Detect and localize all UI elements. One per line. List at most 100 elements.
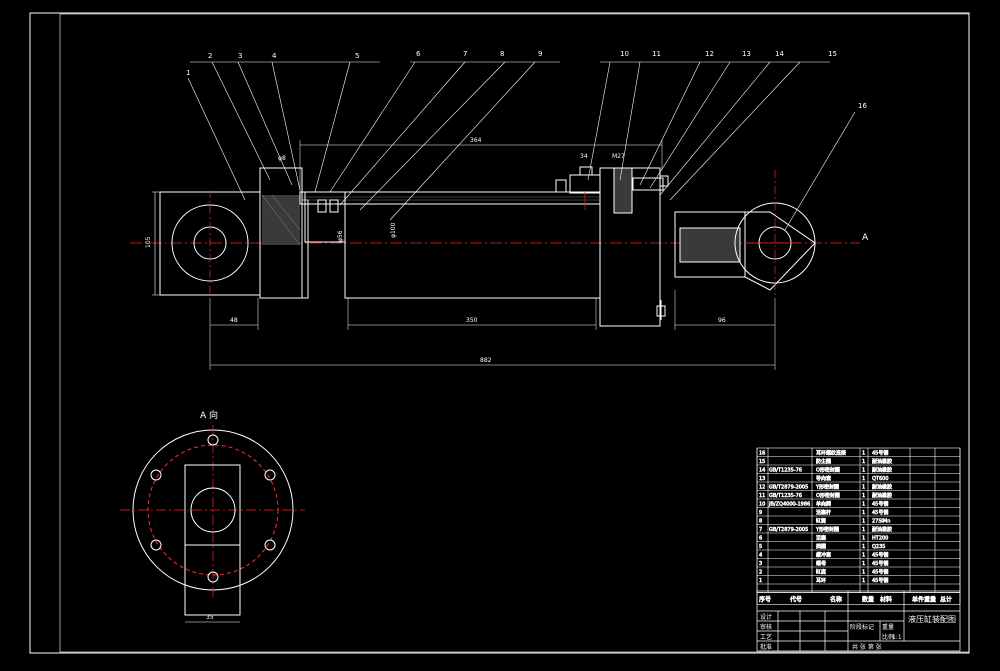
balloon-7: 7: [463, 50, 467, 58]
bom-header: 单件重量: [912, 596, 936, 604]
bom-cell: 8: [759, 519, 762, 525]
balloon-labels: 1 2 3 4 5 6 7 8 9 10 11 12 13 14 15 16: [186, 50, 867, 110]
bolt-hole-4: [207, 571, 219, 583]
bom-cell: 防尘圈: [816, 458, 831, 465]
bom-cell: 7: [759, 527, 762, 533]
inner-border: [59, 13, 970, 653]
bom-cell: 1: [862, 570, 865, 576]
dim-height: 105: [145, 236, 152, 248]
bolt-hole-5: [150, 539, 162, 551]
bom-cell: 3: [759, 561, 762, 567]
end-clevis-block: [184, 464, 241, 616]
bom-cell: 27SiMn: [872, 519, 890, 525]
bom-cell: GB/T2879-2005: [769, 527, 808, 533]
bom-header: 序号: [759, 596, 771, 604]
title-scale: 1:1: [892, 634, 902, 641]
bom-header: 名称: [830, 596, 842, 604]
bom-cell: 耐油橡胶: [872, 458, 892, 465]
bom-cell: 活塞杆: [816, 509, 831, 516]
title-process: 工艺: [760, 633, 772, 641]
dim-top-length: 364: [470, 137, 482, 144]
balloon-14: 14: [775, 50, 784, 58]
bom-cell: 缸筒: [816, 518, 826, 525]
drawing-name: 液压缸装配图: [908, 614, 956, 624]
balloon-6: 6: [416, 50, 421, 58]
bom-cell: 11: [759, 493, 765, 499]
bom-cell: 1: [862, 468, 865, 474]
dim-head: φ8: [278, 155, 286, 162]
bom-cell: 4: [759, 553, 762, 559]
bom-cell: 45号钢: [872, 569, 888, 576]
bom-header: 数量: [862, 596, 874, 604]
bom-cell: 1: [862, 561, 865, 567]
bom-cell: 导向套: [816, 475, 831, 482]
bom-cell: 15: [759, 459, 765, 465]
title-check: 审核: [760, 623, 772, 631]
bom-cell: 1: [862, 451, 865, 457]
bom-cell: 45号钢: [872, 450, 888, 457]
bom-cell: HT200: [872, 536, 888, 542]
bom-cell: QT600: [872, 476, 889, 482]
bom-header: 材料: [880, 596, 892, 604]
dim-right-end: 96: [718, 317, 726, 324]
bom-header: 代号: [790, 596, 802, 604]
bom-cell: 6: [759, 536, 762, 542]
bom-cell: 45号钢: [872, 577, 888, 584]
bom-cell: 5: [759, 544, 762, 550]
bom-cell: JB/ZQ4000-1986: [768, 502, 810, 508]
bom-cell: 14: [759, 468, 765, 474]
bom-cell: O形密封圈: [816, 467, 840, 474]
bom-cell: 挡圈: [816, 543, 826, 550]
bom-cell: 12: [759, 485, 765, 491]
bom-cell: 螺母: [816, 560, 826, 567]
bom-cell: 2: [759, 570, 762, 576]
rod-end-housing: [674, 211, 746, 278]
bom-cell: Q235: [872, 544, 885, 550]
bom-cell: 45号钢: [872, 552, 888, 559]
bom-cell: 缸底: [816, 569, 826, 576]
dimension-texts: 882 350 48 96 364 105 φ100 φ56 M27 34 φ8…: [145, 137, 726, 621]
bom-cell: GB/T2879-2005: [769, 485, 808, 491]
title-sheets: 共 张 第 张: [852, 643, 882, 651]
bom-cell: 耐油橡胶: [872, 484, 892, 491]
balloon-9: 9: [538, 50, 542, 58]
bom-cell: 1: [862, 553, 865, 559]
bom-cell: 1: [862, 476, 865, 482]
bom-cell: Y形密封圈: [815, 484, 839, 491]
end-view: [120, 425, 305, 623]
title-design: 设计: [760, 613, 772, 621]
balloon-8: 8: [500, 50, 504, 58]
balloon-3: 3: [238, 52, 242, 60]
bolt-hole-2: [264, 469, 276, 481]
bom-cell: 缓冲套: [816, 552, 831, 559]
dim-bore: φ100: [390, 222, 397, 238]
balloon-5: 5: [355, 52, 359, 60]
bom-cell: 13: [759, 476, 765, 482]
bolt-hole-3: [264, 539, 276, 551]
bom-cell: 1: [862, 536, 865, 542]
bom-cell: 9: [759, 510, 762, 516]
title-block-text: 设计 审核 工艺 批准 阶段标记 重量 比例 1:1 液压缸装配图 共 张 第 …: [760, 613, 956, 651]
balloon-4: 4: [272, 52, 277, 60]
dim-left-end: 48: [230, 317, 238, 324]
bom-cell: 1: [759, 578, 762, 584]
section-mark: A: [862, 233, 869, 243]
title-stage: 阶段标记: [850, 623, 874, 631]
bom-cell: GB/T1235-76: [769, 493, 802, 499]
title-weight: 重量: [882, 623, 894, 631]
view-label: A 向: [200, 409, 218, 421]
bom-cell: 耐油橡胶: [872, 526, 892, 533]
balloon-11: 11: [652, 50, 661, 58]
bom-cell: 耐油橡胶: [872, 467, 892, 474]
bom-cell: 45号钢: [872, 501, 888, 508]
piston-rod: [344, 203, 601, 299]
bolt-hole-1: [207, 434, 219, 446]
bom-cell: 1: [862, 485, 865, 491]
bom-cell: 1: [862, 459, 865, 465]
bom-cell: 45号钢: [872, 560, 888, 567]
bom-cell: 1: [862, 527, 865, 533]
bom-cell: Y形密封圈: [815, 526, 839, 533]
bolt-hole-6: [150, 469, 162, 481]
